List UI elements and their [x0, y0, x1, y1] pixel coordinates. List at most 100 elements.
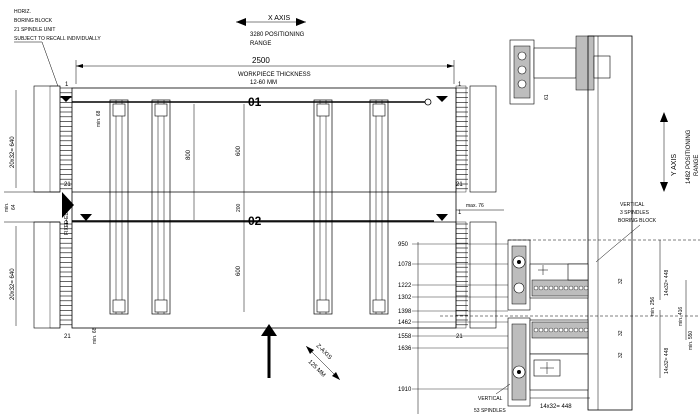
y-axis-range: 1482 POSITIONING — [686, 129, 692, 184]
z-axis-indicator: Z-AXIS 125 MM — [261, 324, 341, 381]
row-02-left-marker — [80, 214, 92, 221]
x-axis-range: 3280 POSITIONING — [250, 32, 305, 38]
scale-1078: 1078 — [398, 262, 412, 268]
right-spindle-number-mid-top: 21 — [456, 182, 463, 188]
row-02-right-marker — [436, 214, 448, 221]
row-02: 02 — [62, 192, 448, 228]
width-dimension: 2500 WORKPIECE THICKNESS 12-60 MM — [75, 56, 455, 86]
gantry-frame — [587, 35, 633, 411]
note-line-3: 21 SPINDLE UNIT — [14, 27, 55, 33]
spindle-hole — [548, 327, 554, 333]
dim-600-upper: 600 — [236, 145, 242, 156]
min-68-top: min. 68 — [96, 110, 102, 127]
console-rail-2 — [151, 99, 171, 315]
y-axis-indicator: Y AXIS 1482 POSITIONING RANGE — [660, 112, 700, 192]
spindle-teeth — [60, 87, 468, 326]
spindle-hole — [583, 327, 589, 333]
dim-600-lower: 600 — [236, 265, 242, 276]
right-dimensions: 14x32= 448 14x32= 448 min. 256 min. 416 … — [440, 239, 700, 410]
dim-min-550: min. 550 — [688, 331, 694, 350]
vb-top-line-3: BORING BLOCK — [618, 218, 657, 224]
spindle-hole — [563, 285, 569, 291]
spindle-number-mid-top: 21 — [64, 182, 71, 188]
dim-32-a: 32 — [618, 278, 624, 284]
dim-14x32-bot: 14x32= 448 — [664, 348, 670, 374]
spindle-hole — [533, 327, 539, 333]
spindle-number-mid-bot: 1 — [65, 220, 69, 226]
max-76: max. 76 — [466, 203, 484, 209]
console-rail-3 — [313, 99, 333, 315]
scale-1398: 1398 — [398, 309, 412, 315]
upper-boring-unit — [507, 239, 589, 311]
fixed-edge-arrow — [62, 192, 74, 218]
spindle-hole — [553, 285, 559, 291]
vb-top-line-1: VERTICAL — [620, 202, 645, 208]
note-leader — [14, 41, 61, 93]
horizontal-block-note: HORIZ. BORING BLOCK 21 SPINDLE UNIT SUBJ… — [14, 9, 101, 93]
dim-800: 800 — [186, 149, 192, 160]
min-68-bottom: min. 68 — [92, 327, 98, 344]
dim-min-256: min. 256 — [650, 297, 656, 316]
spindle-hole — [543, 327, 549, 333]
vb-bottom-line-1: VERTICAL — [478, 396, 503, 402]
dim-14x32-top: 14x32= 448 — [664, 270, 670, 296]
table-vertical-dimensions: 800 600 200 600 — [186, 104, 245, 312]
workpiece-thickness-range: 12-60 MM — [250, 80, 277, 86]
left-dim-upper: 20x32= 640 — [10, 136, 16, 168]
spindle-hole — [558, 285, 564, 291]
left-dim-min: min. — [4, 203, 10, 212]
dim-32-c: 32 — [618, 352, 624, 358]
x-axis-arrow-left-head — [236, 18, 246, 26]
spindle-hole — [538, 285, 544, 291]
scale-1462: 1462 — [398, 320, 412, 326]
spindle-hole — [558, 327, 564, 333]
machine-table — [71, 87, 457, 329]
left-dim-min-value: 64 — [11, 204, 17, 210]
right-spindle-block-upper — [455, 85, 497, 193]
z-axis-value: 125 MM — [307, 359, 327, 379]
right-spindle-number-mid-bot: 1 — [458, 210, 462, 216]
x-axis-range-2: RANGE — [250, 41, 271, 47]
note-line-2: BORING BLOCK — [14, 18, 53, 24]
dim-min-416: min. 416 — [678, 307, 684, 326]
spindle-hole — [568, 327, 574, 333]
top-detail-dim: 61 — [544, 94, 550, 100]
spindle-hole — [543, 285, 549, 291]
scale-1558: 1558 — [398, 334, 412, 340]
note-line-1: HORIZ. — [14, 9, 31, 15]
row-02-label: 02 — [248, 214, 262, 228]
left-spindle-block-upper — [33, 85, 61, 193]
spindle-hole — [563, 327, 569, 333]
right-position-scale: 950 1078 1222 1302 1398 1462 1558 1636 1… — [398, 242, 508, 414]
note-line-4: SUBJECT TO RECALL INDIVIDUALLY — [14, 36, 101, 42]
row-01-right-marker — [436, 96, 448, 102]
lower-boring-unit — [507, 317, 589, 407]
spindle-hole — [573, 327, 579, 333]
spindle-hole — [533, 285, 539, 291]
workpiece-thickness-label: WORKPIECE THICKNESS — [238, 72, 311, 78]
y-axis-range-2: RANGE — [694, 155, 700, 176]
scale-1302: 1302 — [398, 295, 412, 301]
spindle-number-bottom: 21 — [64, 334, 71, 340]
top-right-detail: 61 — [509, 35, 611, 105]
vb-bottom-line-2: 53 SPINDLES — [474, 408, 506, 414]
vb-top-line-2: 3 SPINDLES — [620, 210, 650, 216]
spindle-hole — [578, 327, 584, 333]
scale-1910: 1910 — [398, 387, 412, 393]
z-axis-label: Z-AXIS — [315, 343, 333, 361]
console-rail-1 — [109, 99, 129, 315]
spindle-hole — [578, 285, 584, 291]
vertical-block-top-note: VERTICAL 3 SPINDLES BORING BLOCK — [595, 202, 657, 263]
y-axis-label: Y AXIS — [671, 154, 678, 176]
x-axis-label: X AXIS — [268, 15, 291, 22]
right-spindle-number-bottom: 21 — [456, 334, 463, 340]
spindle-hole — [548, 285, 554, 291]
width-dim-value: 2500 — [252, 56, 270, 65]
x-axis-arrow-right-head — [296, 18, 306, 26]
fixed-edge-label: FIXED EDGE — [64, 204, 70, 235]
scale-950: 950 — [398, 242, 409, 248]
row-01-label: 01 — [248, 95, 262, 109]
right-spindle-block-lower — [455, 221, 497, 329]
row-01-left-marker — [60, 96, 72, 102]
scale-1636: 1636 — [398, 346, 412, 352]
